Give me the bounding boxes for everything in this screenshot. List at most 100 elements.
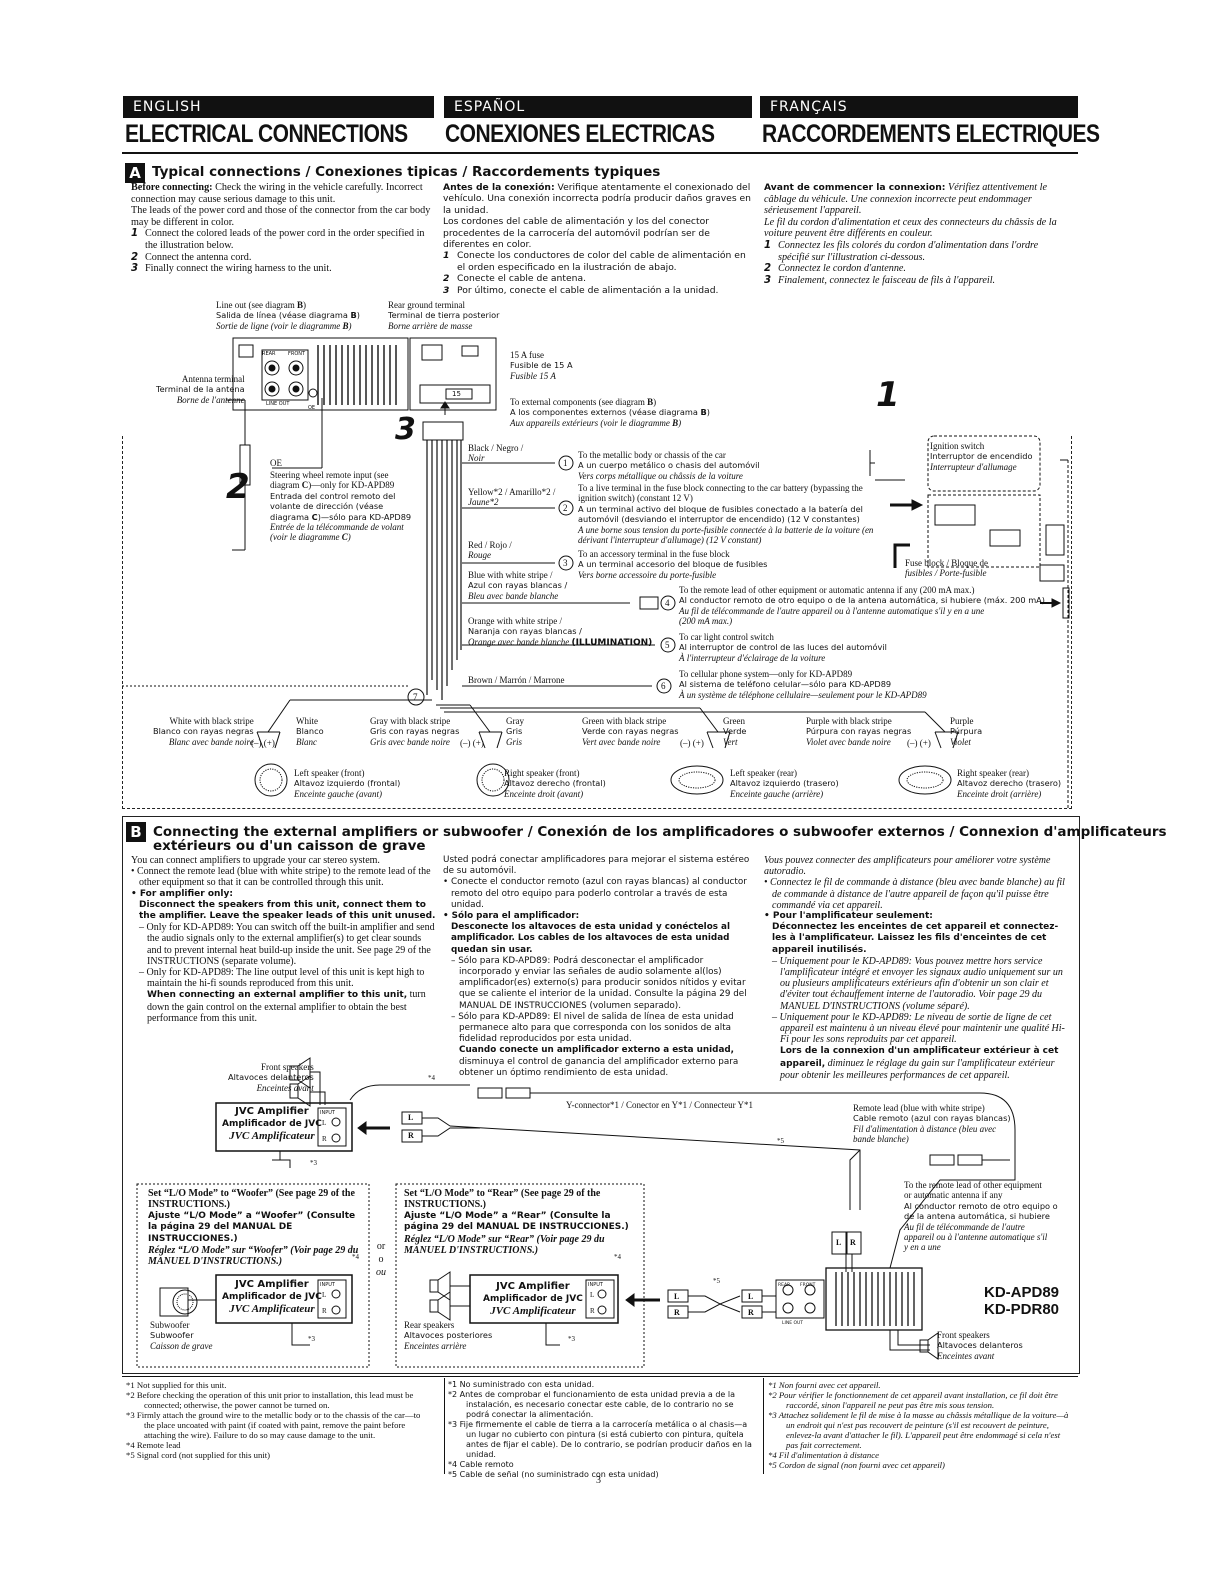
circled-number-5: 5 <box>665 640 670 650</box>
mark-3-a: *3 <box>310 1159 317 1167</box>
lang-tab-spanish: ESPAÑOL <box>444 96 752 118</box>
section-b-frame <box>122 816 1080 1374</box>
step-marker-2: 2 <box>226 467 250 507</box>
rear-conn-l: L <box>674 1292 680 1301</box>
mark-5-b: *5 <box>713 1277 720 1285</box>
amp3-l: L <box>590 1291 595 1299</box>
en-para: The leads of the power cord and those of… <box>131 205 431 228</box>
mark-4-a: *4 <box>428 1074 435 1082</box>
spk4-name: Right speaker (rear)Altavoz derecho (tra… <box>957 768 1062 799</box>
antenna-terminal-label: Antenna terminal Terminal de la antena B… <box>156 374 245 405</box>
main-lineout-label: LINE OUT <box>782 1321 804 1326</box>
spk4-polarity: (–) (+) <box>907 738 931 748</box>
mark-4-c: *4 <box>614 1253 621 1261</box>
black-wire-label: Black / Negro /Noir <box>468 443 524 464</box>
spk2-polarity: (–) (+) <box>460 738 484 748</box>
rear-conn2-r: R <box>748 1308 754 1317</box>
woofer-mode-note: Set “L/O Mode” to “Woofer” (See page 29 … <box>148 1188 359 1268</box>
line-out-label: Line out (see diagram B) Salida de línea… <box>216 300 360 331</box>
section-a-french-text: Avant de commencer la connexion: Vérifie… <box>764 182 1064 286</box>
head-unit-port <box>238 344 254 358</box>
main-rear-label: REAR <box>778 1283 791 1288</box>
circled-number-7: 7 <box>413 692 418 702</box>
external-components-label: To external components (see diagram B) A… <box>510 397 710 428</box>
spk3-polarity: (–) (+) <box>680 738 704 748</box>
fr-para: Le fil du cordon d'alimentation et ceux … <box>764 216 1057 240</box>
amp1-r: R <box>322 1135 327 1143</box>
step-marker-3: 3 <box>395 412 416 447</box>
rear-conn2-l: L <box>748 1292 754 1301</box>
footnote-rule <box>122 1376 1078 1377</box>
spk1-name: Left speaker (front)Altavoz izquierdo (f… <box>294 768 401 799</box>
amp1-l: L <box>322 1119 327 1127</box>
red-wire-label: Red / Rojo /Rouge <box>468 540 512 561</box>
footnotes-french: *1 Non fourni avec cet appareil. *2 Pour… <box>768 1380 1069 1470</box>
spk1-polarity: (–) (+) <box>251 738 275 748</box>
circled-number-1: 1 <box>563 458 568 468</box>
section-a-english-text: Before connecting: Check the wiring in t… <box>131 182 436 275</box>
es-para: Los cordones del cable de alimentación y… <box>443 216 710 251</box>
head-front-label: FRONT <box>288 351 306 357</box>
steering-remote-label: Steering wheel remote input (see diagram… <box>270 470 412 543</box>
section-a-spanish-text: Antes de la conexión: Verifique atentame… <box>443 182 753 296</box>
section-a-marker: A <box>125 163 145 183</box>
head-oe-label: OE <box>308 405 316 411</box>
mark-4-b: *4 <box>352 1253 359 1261</box>
y-connector-r: R <box>408 1131 414 1140</box>
orange-wire-label: Orange with white stripe /Naranja con ra… <box>468 616 653 648</box>
main-conn-r: R <box>850 1238 856 1247</box>
amp2-input-label: INPUT <box>320 1282 335 1288</box>
en-lead: Check the wiring in the vehicle carefull… <box>131 182 423 205</box>
footnote-divider-2 <box>763 1378 764 1474</box>
y-connector-l: L <box>408 1113 414 1122</box>
circled-number-3: 3 <box>563 558 568 568</box>
header-rule <box>122 152 1078 154</box>
fr-lead-bold: Avant de commencer la connexion: <box>764 182 946 193</box>
spk3-name: Left speaker (rear)Altavoz izquierdo (tr… <box>730 768 839 799</box>
brown-wire-label: Brown / Marrón / Marrone <box>468 675 565 685</box>
rear-ground-label: Rear ground terminal Terminal de tierra … <box>388 300 500 331</box>
title-english: ELECTRICAL CONNECTIONS <box>125 121 408 149</box>
footnotes-spanish: *1 No suministrado con esta unidad. *2 A… <box>448 1380 752 1479</box>
amp3-input-label: INPUT <box>588 1282 603 1288</box>
circled-number-6: 6 <box>661 681 666 691</box>
head-unit-body <box>232 337 409 411</box>
footnotes-english: *1 Not supplied for this unit. *2 Before… <box>126 1380 421 1460</box>
section-b-title-2: extérieurs ou d'un caisson de grave <box>153 838 426 854</box>
amp3-r: R <box>590 1307 595 1315</box>
title-spanish: CONEXIONES ELECTRICAS <box>445 121 715 149</box>
footnote-divider-1 <box>444 1378 445 1474</box>
amp2-l: L <box>322 1291 327 1299</box>
spk2-name: Right speaker (front)Altavoz derecho (fr… <box>504 768 606 799</box>
mark-3-c: *3 <box>568 1335 575 1343</box>
section-b-spanish-text: Usted podrá conectar amplificadores para… <box>443 855 750 1078</box>
title-french: RACCORDEMENTS ELECTRIQUES <box>762 121 1100 149</box>
red-wire-destination: To an accessory terminal in the fuse blo… <box>578 549 768 580</box>
brown-wire-destination: To cellular phone system—only for KD-APD… <box>679 669 927 700</box>
head-lineout-label: LINE OUT <box>266 401 290 407</box>
mark-5-a: *5 <box>777 1137 784 1145</box>
black-wire-destination: To the metallic body or chassis of the c… <box>578 450 760 481</box>
